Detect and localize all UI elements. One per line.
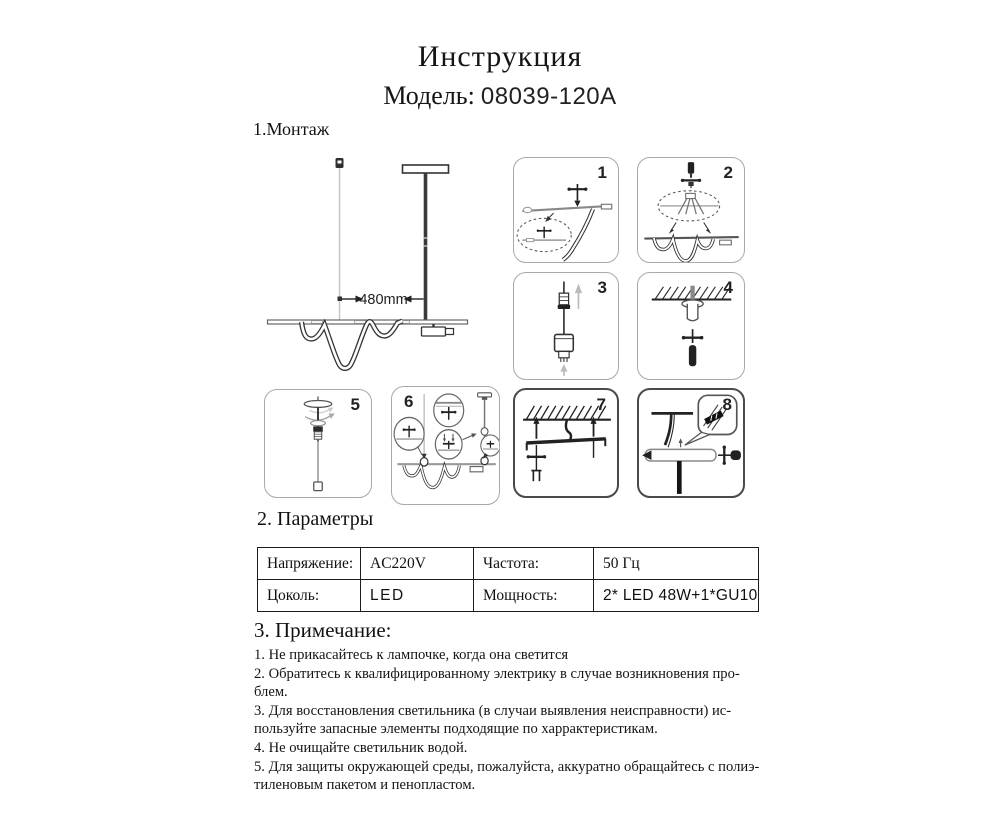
step-panel-4: 4	[637, 272, 745, 380]
lamp-overview-diagram: 480mm	[266, 158, 469, 371]
step-1-diagram	[516, 184, 613, 262]
param-label-power: Мощность:	[473, 579, 594, 612]
step-number-5: 5	[350, 395, 360, 414]
param-label-socket: Цоколь:	[257, 579, 361, 612]
step-panel-1: 1	[513, 157, 619, 263]
note-line: блем.	[254, 684, 288, 701]
step-7-diagram	[523, 405, 611, 482]
step-number-1: 1	[597, 163, 607, 182]
page-title: Инструкция	[417, 40, 583, 73]
parameters-table: Напряжение: AC220V Частота: 50 Гц Цоколь…	[257, 547, 759, 612]
step-5-diagram	[303, 396, 335, 492]
step-panel-7: 7	[513, 388, 619, 498]
param-value-voltage: AC220V	[360, 547, 474, 580]
note-line: 1. Не прикасайтесь к лампочке, когда она…	[254, 647, 569, 663]
param-value-power: 2* LED 48W+1*GU10	[593, 579, 759, 612]
model-number: 08039-120A	[480, 83, 617, 110]
step-number-7: 7	[596, 395, 606, 414]
step-number-2: 2	[723, 163, 733, 182]
step-number-3: 3	[597, 278, 607, 297]
note-line: 5. Для защиты окружающей среды, пожалуйс…	[254, 758, 760, 775]
step-6-diagram	[393, 392, 499, 490]
step-number-6: 6	[404, 392, 414, 411]
param-label-frequency: Частота:	[473, 547, 594, 580]
param-label-voltage: Напряжение:	[257, 547, 361, 580]
note-line: тиленовым пакетом и пенопластом.	[254, 777, 476, 794]
note-line: 3. Для восстановления светильника (в слу…	[254, 702, 732, 719]
step-panel-6: 6	[391, 386, 500, 505]
step-panel-2: 2	[637, 157, 745, 263]
step-number-4: 4	[723, 278, 733, 297]
step-8-diagram	[642, 394, 741, 494]
step-panel-5: 5	[264, 389, 372, 498]
param-value-frequency: 50 Гц	[593, 547, 759, 580]
model-line: Модель:08039-120A	[0, 81, 1000, 111]
table-row: Напряжение: AC220V Частота: 50 Гц	[257, 547, 759, 580]
step-2-diagram	[644, 162, 739, 262]
note-line: 4. Не очищайте светильник водой.	[254, 739, 468, 756]
section-heading-montage: 1.Монтаж	[253, 119, 330, 139]
step-panel-8: 8	[637, 388, 745, 498]
section-heading-parameters: 2. Параметры	[257, 508, 374, 530]
step-panel-3: 3	[513, 272, 619, 380]
param-value-socket: LED	[360, 579, 474, 612]
step-4-diagram	[651, 285, 732, 367]
section-heading-notes: 3. Примечание:	[254, 618, 392, 642]
model-label: Модель:	[383, 81, 475, 110]
note-line: 2. Обратитесь к квалифицированному элект…	[254, 665, 740, 682]
step-number-8: 8	[722, 395, 732, 414]
step-3-diagram	[553, 281, 583, 376]
notes-list: 1. Не прикасайтесь к лампочке, когда она…	[254, 646, 764, 795]
note-line: пользуйте запасные элементы подходящие п…	[254, 721, 658, 738]
table-row: Цоколь: LED Мощность: 2* LED 48W+1*GU10	[257, 579, 759, 612]
dimension-label: 480mm	[359, 292, 407, 308]
